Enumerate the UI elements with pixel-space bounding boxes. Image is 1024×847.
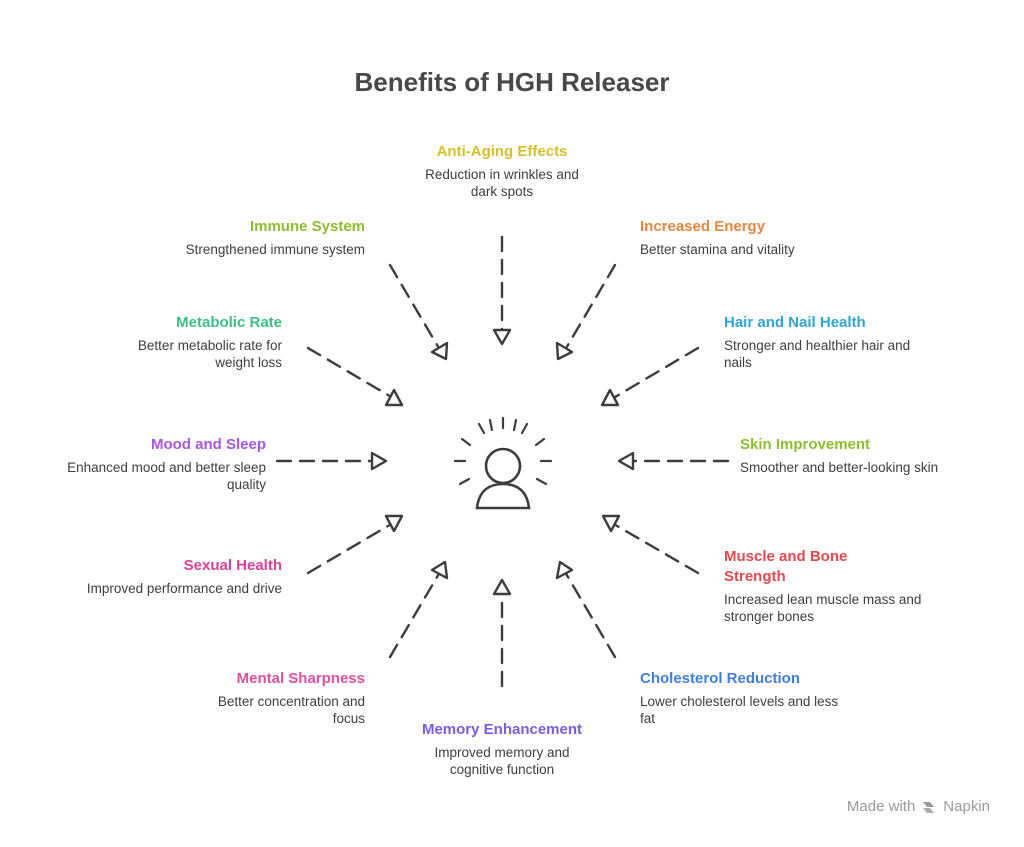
arrow-mental: [388, 560, 449, 659]
arrow-cholesterol: [555, 560, 617, 659]
benefit-sexual: Sexual Health Improved performance and d…: [82, 556, 282, 597]
benefit-desc: Improved memory and cognitive function: [434, 745, 570, 777]
benefit-desc: Strengthened immune system: [185, 242, 365, 257]
benefit-desc: Enhanced mood and better sleep quality: [67, 460, 266, 492]
benefit-hair-nail: Hair and Nail Health Stronger and health…: [724, 313, 914, 371]
benefit-skin-improvement: Skin Improvement Smoother and better-loo…: [740, 435, 940, 476]
arrow-memory: [492, 578, 512, 688]
benefit-title: Hair and Nail Health: [724, 314, 866, 331]
arrow-mood-sleep: [275, 451, 388, 471]
benefit-desc: Reduction in wrinkles and dark spots: [425, 167, 579, 199]
arrow-muscle-bone: [601, 514, 700, 575]
benefit-title: Skin Improvement: [740, 436, 871, 453]
benefit-title: Increased Energy: [640, 218, 766, 235]
benefit-mood-sleep: Mood and Sleep Enhanced mood and better …: [66, 435, 266, 493]
benefit-desc: Better concentration and focus: [217, 694, 365, 726]
benefit-desc: Lower cholesterol levels and less fat: [640, 694, 839, 726]
benefit-desc: Increased lean muscle mass and stronger …: [724, 592, 922, 624]
benefit-desc: Stronger and healthier hair and nails: [724, 338, 911, 370]
benefit-metabolic: Metabolic Rate Better metabolic rate for…: [102, 313, 282, 371]
napkin-footer[interactable]: Made with Napkin: [847, 798, 990, 815]
arrow-skin: [617, 451, 730, 471]
benefit-increased-energy: Increased Energy Better stamina and vita…: [640, 217, 870, 258]
benefit-title: Metabolic Rate: [176, 314, 282, 331]
napkin-logo-icon: [923, 801, 935, 813]
benefit-title: Memory Enhancement: [421, 721, 583, 738]
diagram-title: Benefits of HGH Releaser: [354, 67, 670, 97]
benefit-title: Anti-Aging Effects: [436, 143, 568, 160]
benefit-desc: Better stamina and vitality: [640, 242, 795, 257]
benefit-desc: Improved performance and drive: [86, 581, 282, 596]
benefit-desc: Better metabolic rate for weight loss: [137, 338, 282, 370]
arrow-immune: [388, 263, 449, 361]
benefit-cholesterol: Cholesterol Reduction Lower cholesterol …: [640, 669, 840, 727]
benefit-memory: Memory Enhancement Improved memory and c…: [387, 720, 617, 778]
benefit-title: Immune System: [249, 218, 365, 235]
arrow-sexual: [306, 514, 404, 575]
footer-made-with: Made with: [846, 798, 916, 815]
benefit-mental: Mental Sharpness Better concentration an…: [165, 669, 365, 727]
benefit-title: Mental Sharpness: [236, 670, 365, 687]
arrow-metabolic: [306, 346, 404, 407]
benefit-title: Muscle and Bone Strength: [724, 548, 848, 585]
radiant-person-icon: [453, 416, 553, 510]
benefit-immune: Immune System Strengthened immune system: [135, 217, 365, 258]
benefit-muscle-bone: Muscle and Bone Strength Increased lean …: [724, 547, 924, 625]
benefit-title: Mood and Sleep: [150, 436, 266, 453]
benefit-anti-aging: Anti-Aging Effects Reduction in wrinkles…: [387, 142, 617, 200]
footer-brand: Napkin: [943, 798, 990, 815]
arrow-increased-energy: [555, 263, 617, 361]
arrow-hair-nail: [600, 346, 700, 407]
benefit-title: Cholesterol Reduction: [640, 670, 801, 687]
arrow-anti-aging: [492, 235, 512, 346]
benefit-title: Sexual Health: [183, 557, 282, 574]
benefit-desc: Smoother and better-looking skin: [740, 460, 939, 475]
